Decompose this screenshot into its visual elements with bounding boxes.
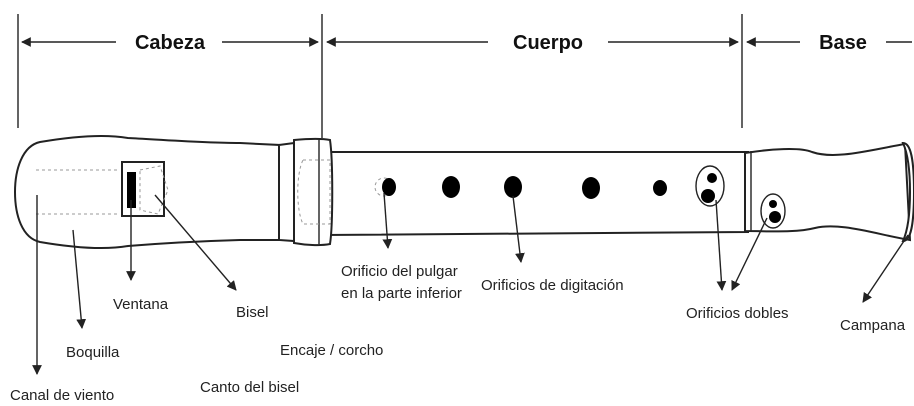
label-bell: Campana: [840, 317, 906, 334]
label-labium: Bisel: [236, 304, 269, 321]
labium-outline: [139, 165, 169, 215]
thumb-hole-arrow: [382, 192, 393, 249]
double-hole-arrow-2: [731, 217, 768, 291]
double-hole-2a: [769, 200, 777, 208]
double-hole-1-outline: [695, 165, 725, 207]
label-double-holes: Orificios dobles: [686, 305, 789, 322]
mouthpiece-arrow: [72, 229, 87, 329]
head-ring-1: [278, 141, 295, 243]
recorder-bell-rim: [901, 141, 914, 243]
double-hole-arrow-1: [715, 199, 727, 291]
recorder-foot-joint: [744, 142, 912, 242]
label-labium-edge: Canto del bisel: [200, 379, 299, 396]
label-thumb-hole-line2: en la parte inferior: [341, 285, 462, 302]
labium-arrow: [154, 194, 237, 291]
finger-hole-5: [653, 180, 667, 196]
cork-outline: [297, 159, 331, 225]
label-windway: Canal de viento: [10, 387, 114, 404]
double-hole-2-outline: [760, 193, 786, 229]
label-joint: Encaje / corcho: [280, 342, 383, 359]
double-hole-2b: [769, 211, 781, 223]
finger-hole-1: [382, 178, 396, 196]
finger-hole-3: [504, 176, 522, 198]
label-window: Ventana: [113, 296, 169, 313]
finger-hole-4: [582, 177, 600, 199]
label-mouthpiece: Boquilla: [66, 344, 120, 361]
label-thumb-hole-line1: Orificio del pulgar: [341, 263, 458, 280]
double-hole-1a: [707, 173, 717, 183]
section-foot-label: Base: [819, 32, 867, 54]
double-hole-1b: [701, 189, 715, 203]
finger-holes-arrow: [512, 195, 525, 263]
section-head-label: Cabeza: [135, 32, 206, 54]
window-opening: [127, 172, 136, 208]
section-body-label: Cuerpo: [513, 32, 583, 54]
bell-arrow: [862, 234, 909, 303]
label-finger-holes: Orificios de digitación: [481, 277, 624, 294]
head-socket: [293, 137, 334, 247]
finger-hole-2: [442, 176, 460, 198]
